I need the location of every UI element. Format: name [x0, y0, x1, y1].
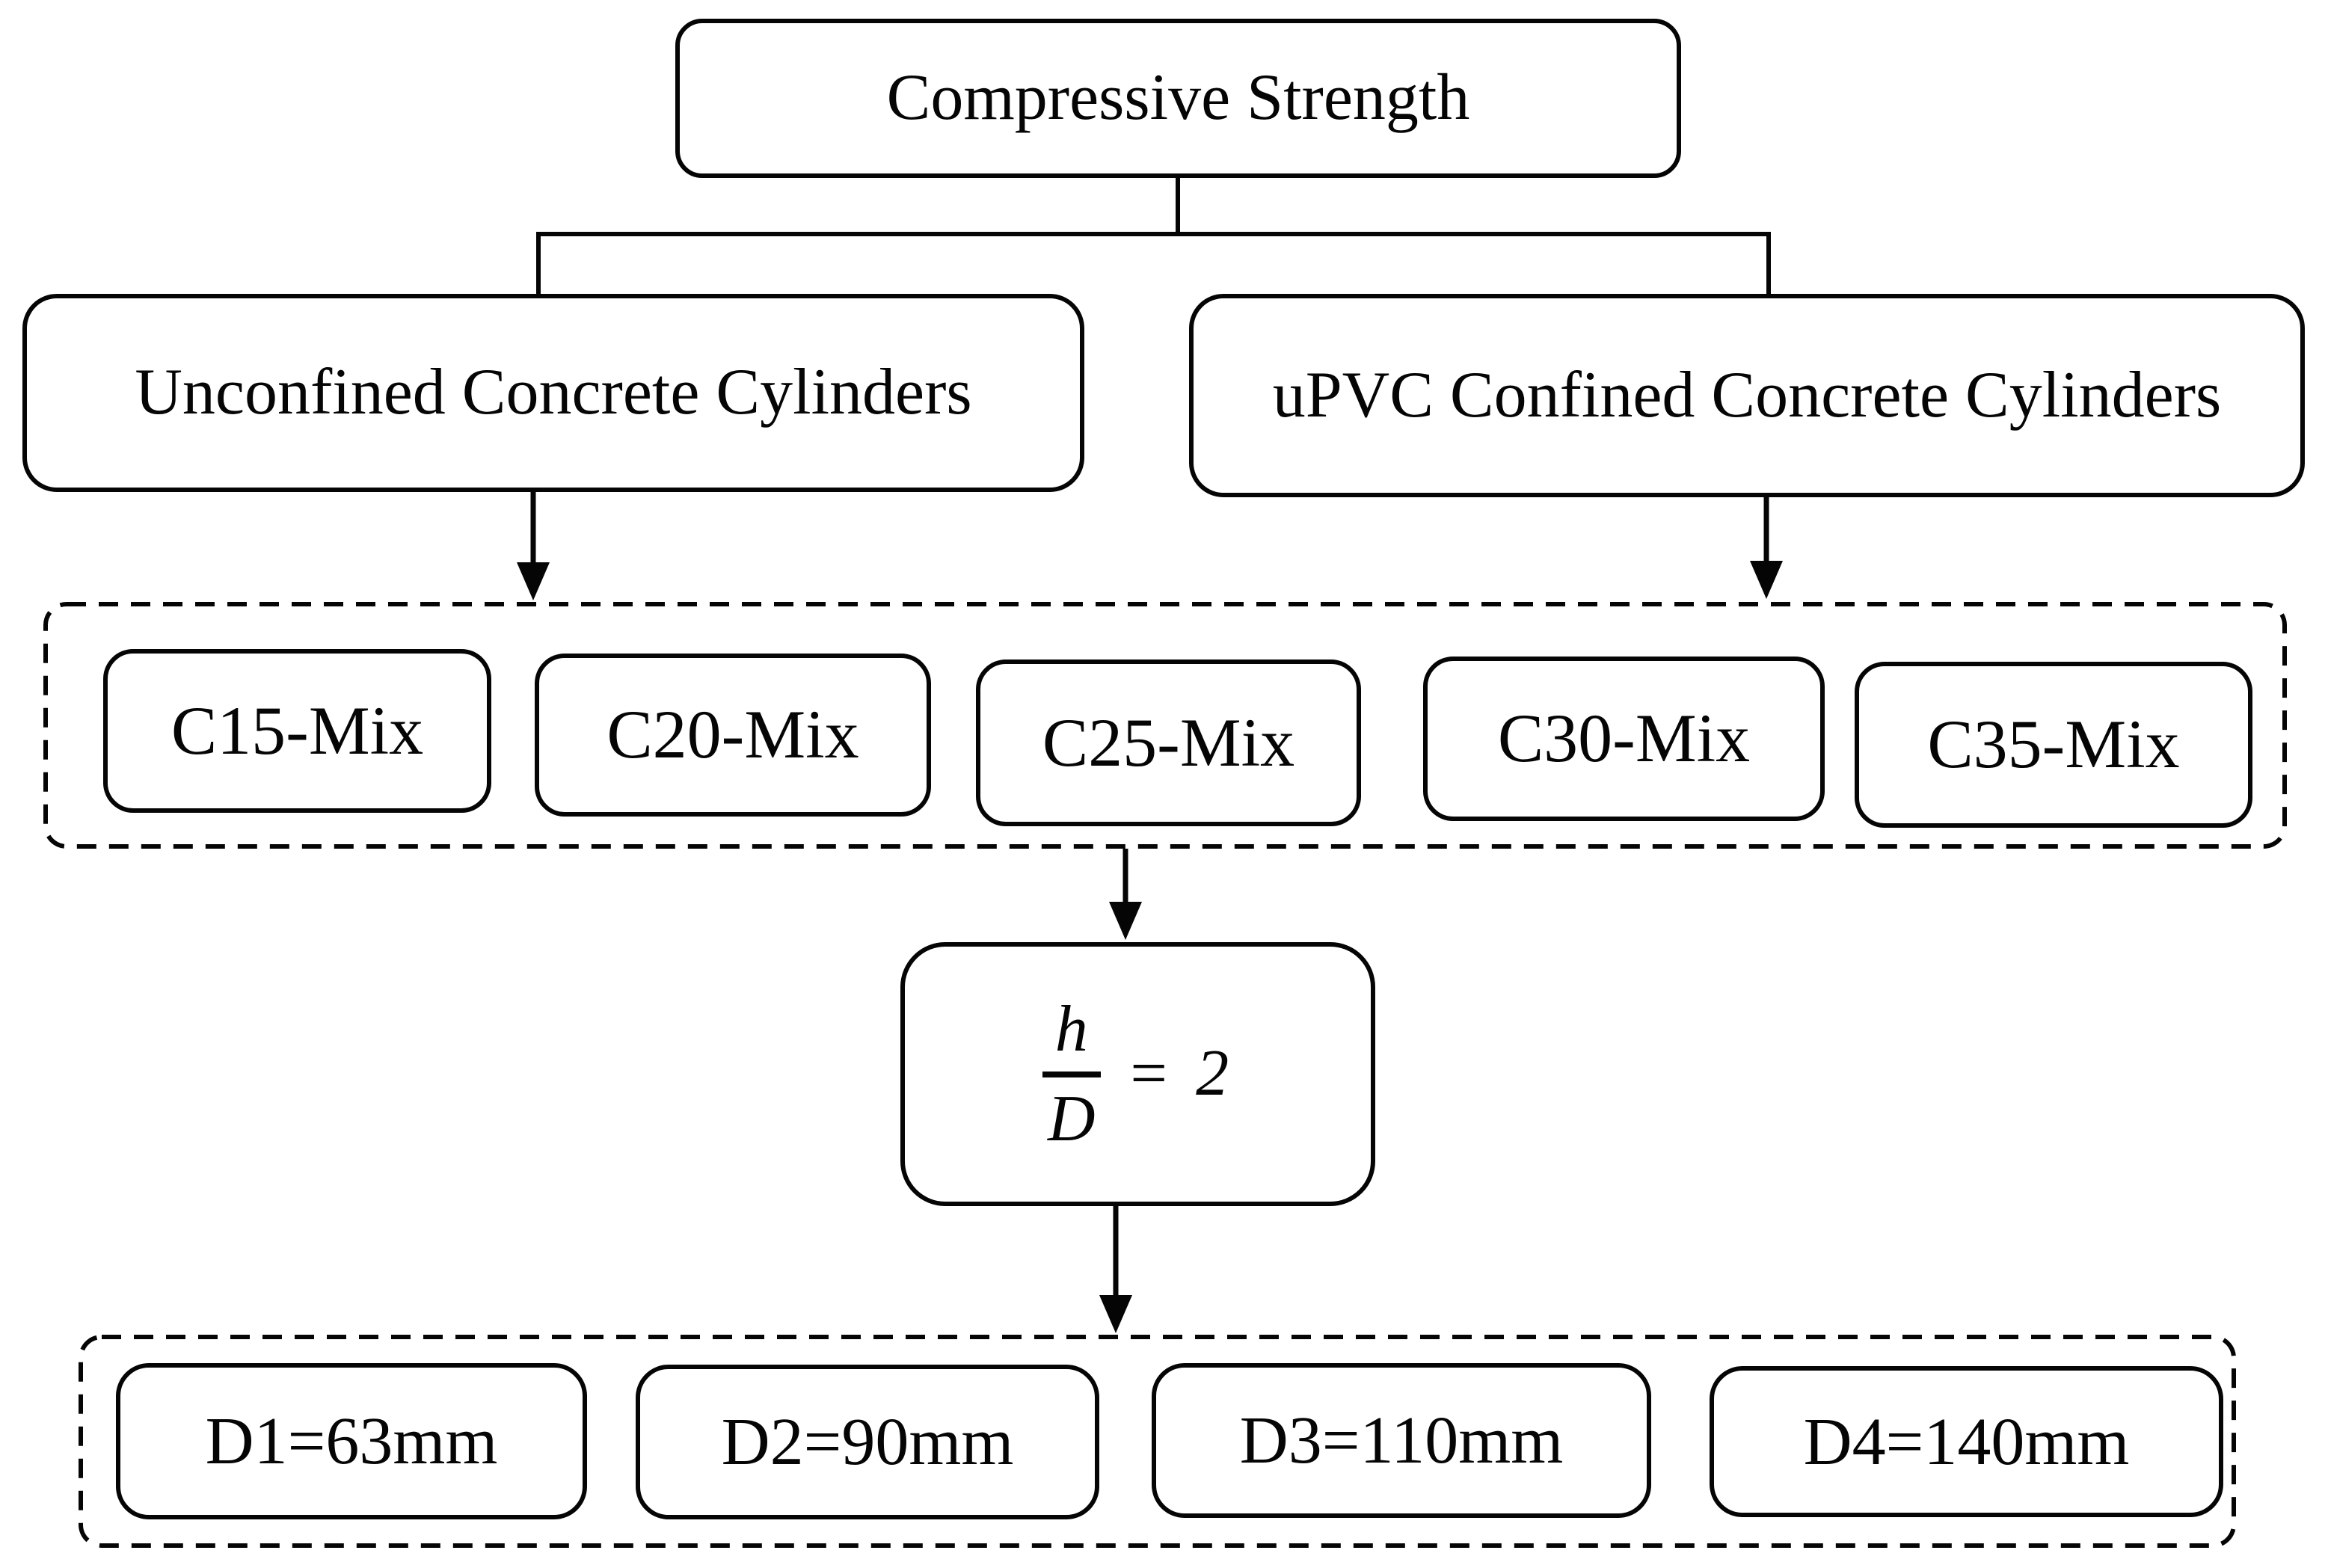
group-cylinder-diameters: D1=63mm D2=90mm D3=110mm D4=140mm: [79, 1335, 2236, 1548]
node-d4-140mm-label: D4=140mm: [1803, 1404, 2130, 1479]
node-c20-mix: C20-Mix: [535, 654, 931, 817]
arrowhead-diameter-icon: [1099, 1295, 1132, 1333]
node-c35-mix-label: C35-Mix: [1927, 706, 2180, 783]
node-c25-mix: C25-Mix: [976, 660, 1361, 826]
node-c35-mix: C35-Mix: [1855, 662, 2252, 828]
node-upvc-confined-cylinders: uPVC Confined Concrete Cylinders: [1189, 294, 2305, 497]
node-d2-90mm: D2=90mm: [636, 1365, 1099, 1519]
arrowhead-right-branch-icon: [1750, 561, 1783, 599]
node-d4-140mm: D4=140mm: [1710, 1366, 2223, 1517]
formula-rhs: = 2: [1125, 1037, 1234, 1110]
node-d2-90mm-label: D2=90mm: [721, 1405, 1014, 1479]
node-unconfined-cylinders-label: Unconfined Concrete Cylinders: [135, 356, 972, 429]
node-aspect-ratio-formula: h D = 2: [900, 942, 1375, 1206]
node-c25-mix-label: C25-Mix: [1042, 704, 1295, 781]
node-compressive-strength-label: Compressive Strength: [886, 61, 1470, 135]
formula-numerator: h: [1054, 992, 1088, 1066]
node-c15-mix: C15-Mix: [103, 649, 491, 813]
aspect-ratio-formula: h D = 2: [1042, 992, 1234, 1155]
node-unconfined-cylinders: Unconfined Concrete Cylinders: [22, 294, 1084, 492]
arrowhead-formula-icon: [1109, 902, 1142, 940]
node-c30-mix: C30-Mix: [1423, 657, 1825, 821]
node-c20-mix-label: C20-Mix: [606, 696, 859, 773]
node-compressive-strength: Compressive Strength: [675, 19, 1681, 178]
node-d1-63mm: D1=63mm: [116, 1363, 587, 1519]
node-upvc-confined-cylinders-label: uPVC Confined Concrete Cylinders: [1272, 358, 2222, 431]
formula-fraction: h D: [1042, 992, 1101, 1155]
node-c15-mix-label: C15-Mix: [171, 692, 424, 769]
node-d3-110mm: D3=110mm: [1152, 1363, 1651, 1518]
arrowhead-left-branch-icon: [517, 562, 550, 600]
formula-denominator: D: [1048, 1082, 1096, 1155]
node-d1-63mm-label: D1=63mm: [205, 1404, 498, 1478]
node-d3-110mm-label: D3=110mm: [1239, 1403, 1564, 1478]
group-concrete-mixes: C15-Mix C20-Mix C25-Mix C30-Mix C35-Mix: [43, 602, 2287, 849]
fraction-bar: [1042, 1071, 1101, 1077]
node-c30-mix-label: C30-Mix: [1497, 700, 1751, 777]
